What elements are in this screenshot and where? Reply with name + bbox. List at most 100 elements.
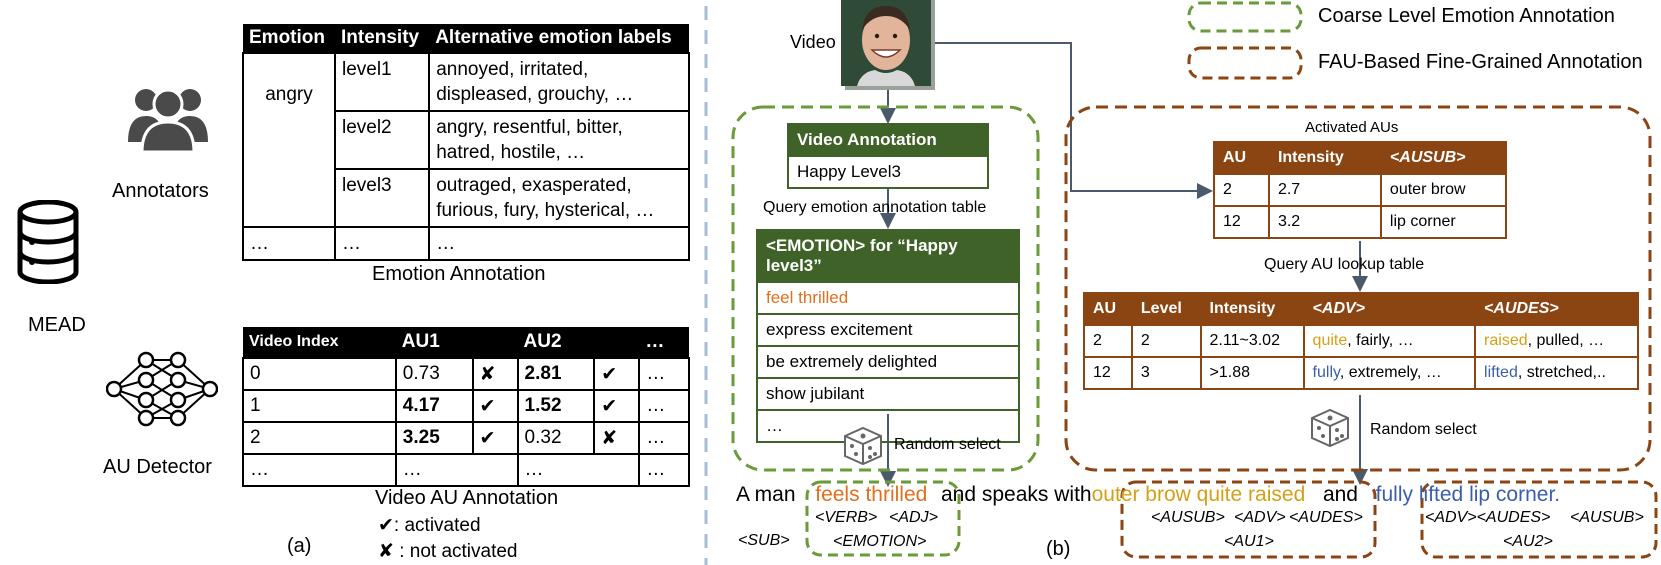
- intensity-cell: 2.7: [1267, 173, 1382, 207]
- intensity-cell: level1: [333, 52, 431, 112]
- au-lookup-table: AU Level Intensity <ADV> <AUDES> 2 2 2.1…: [1083, 292, 1639, 390]
- au-annotation-table: Video Index AU1 AU2 … 0 0.73 ✘ 2.81 ✔ … …: [242, 327, 690, 487]
- ellipsis-cell: …: [638, 453, 690, 487]
- legend-fine: FAU-Based Fine-Grained Annotation: [1318, 51, 1643, 73]
- au-flag-cell: ✘: [471, 357, 519, 391]
- col-video-index: Video Index: [243, 327, 396, 358]
- ellipsis-cell: …: [242, 226, 336, 261]
- col-au: AU: [1213, 141, 1270, 175]
- video-thumbnail: [841, 0, 935, 90]
- au-flag-cell: ✔: [593, 389, 641, 423]
- au-value-cell: 3.25: [394, 421, 474, 455]
- col-ausub: <AUSUB>: [1379, 141, 1508, 175]
- au-cell: 12: [1083, 356, 1133, 390]
- intensity-cell: >1.88: [1199, 356, 1305, 390]
- annotators-label: Annotators: [112, 180, 209, 202]
- au-flag-cell: ✔: [471, 389, 519, 423]
- au-value-cell: 0.73: [394, 357, 474, 391]
- au-table-caption: Video AU Annotation: [375, 487, 559, 509]
- table-row: 2 3.25 ✔ 0.32 ✘ …: [242, 421, 690, 455]
- ellipsis-cell: …: [638, 421, 690, 455]
- level-cell: 2: [1130, 324, 1202, 358]
- word-lifted: lifted: [1418, 483, 1464, 506]
- tag-au2: <AU2>: [1503, 533, 1553, 550]
- ellipsis-cell: …: [428, 226, 690, 261]
- word-a-man: A man: [736, 483, 796, 506]
- tag-adv-audes: <ADV><AUDES>: [1425, 509, 1551, 526]
- word-lip-corner: lip corner.: [1469, 483, 1561, 506]
- table-row: 12 3.2 lip corner: [1213, 205, 1508, 239]
- index-cell: 0: [242, 357, 397, 391]
- list-item: express excitement: [756, 315, 1020, 347]
- emotion-box-title: <EMOTION> for “Happy level3”: [756, 229, 1020, 283]
- col-level: Level: [1130, 292, 1202, 326]
- col-more: …: [639, 327, 689, 358]
- au-value-cell: 4.17: [394, 389, 474, 423]
- table-row: … … … …: [242, 453, 690, 487]
- word-feels: feels: [815, 483, 860, 506]
- activated-aus-title: Activated AUs: [1305, 119, 1399, 136]
- list-item: feel thrilled: [756, 283, 1020, 315]
- word-raised: raised: [1248, 483, 1306, 506]
- activated-aus-table: AU Intensity <AUSUB> 2 2.7 outer brow 12…: [1213, 141, 1508, 239]
- level-cell: 3: [1130, 356, 1202, 390]
- list-item: …: [756, 411, 1020, 443]
- panel-label-a: (a): [287, 535, 312, 557]
- legend-activated: ✔: activated: [378, 515, 481, 536]
- index-cell: 2: [242, 421, 397, 455]
- tag-ausub: <AUSUB>: [1151, 509, 1225, 526]
- table-row: level2 angry, resentful, bitter,hatred, …: [243, 110, 690, 170]
- audes-cell: lifted, stretched,..: [1474, 356, 1639, 390]
- generated-sentence: A man feels thrilled and speaks withoute…: [736, 483, 1560, 507]
- video-annotation-title: Video Annotation: [787, 123, 989, 157]
- dice-icon: [844, 426, 882, 466]
- col-au2: AU2: [517, 327, 640, 358]
- word-thrilled: thrilled: [865, 483, 928, 506]
- adv-cell: quite, fairly, …: [1302, 324, 1477, 358]
- video-annotation-value: Happy Level3: [787, 157, 989, 189]
- col-intensity: Intensity: [1267, 141, 1382, 175]
- table-row: level3 outraged, exasperated,furious, fu…: [243, 168, 690, 228]
- au-flag-cell: ✔: [593, 357, 641, 391]
- list-item: show jubilant: [756, 379, 1020, 411]
- table-row: 1 4.17 ✔ 1.52 ✔ …: [242, 389, 690, 423]
- word-quite: quite: [1196, 483, 1243, 506]
- emotion-list-box: <EMOTION> for “Happy level3” feel thrill…: [756, 229, 1020, 443]
- panel-label-b: (b): [1046, 538, 1071, 560]
- tag-adj: <ADJ>: [889, 509, 938, 526]
- emotion-cell: angry: [242, 52, 336, 228]
- tag-sub: <SUB>: [738, 532, 790, 549]
- tag-audes: <AUDES>: [1289, 509, 1363, 526]
- database-icon: [17, 200, 79, 284]
- query-au-label: Query AU lookup table: [1264, 256, 1425, 273]
- intensity-cell: 2.11~3.02: [1199, 324, 1305, 358]
- users-icon: [128, 88, 208, 152]
- table-row: 2 2 2.11~3.02 quite, fairly, … raised, p…: [1083, 324, 1639, 358]
- col-emotion: Emotion: [243, 24, 335, 53]
- au-cell: 2: [1083, 324, 1133, 358]
- random-select-label: Random select: [1370, 421, 1477, 438]
- au-value-cell: 2.81: [516, 357, 596, 391]
- legend-coarse: Coarse Level Emotion Annotation: [1318, 5, 1615, 27]
- col-audes: <AUDES>: [1474, 292, 1639, 326]
- ausub-cell: lip corner: [1379, 205, 1508, 239]
- au-detector-label: AU Detector: [103, 456, 212, 478]
- video-annotation-box: Video Annotation Happy Level3: [787, 123, 989, 189]
- word-and-speaks-with: and speaks with: [941, 483, 1092, 506]
- tag-ausub-2: <AUSUB>: [1570, 509, 1644, 526]
- word-and: and: [1322, 483, 1358, 506]
- col-au1: AU1: [395, 327, 518, 358]
- ellipsis-cell: …: [638, 357, 690, 391]
- table-row: 12 3 >1.88 fully, extremely, … lifted, s…: [1083, 356, 1639, 390]
- legend-not-activated: ✘ : not activated: [378, 541, 518, 562]
- labels-cell: outraged, exasperated,furious, fury, hys…: [428, 168, 690, 228]
- labels-cell: angry, resentful, bitter,hatred, hostile…: [428, 110, 690, 170]
- emotion-table-caption: Emotion Annotation: [372, 263, 546, 285]
- mead-label: MEAD: [28, 314, 86, 336]
- intensity-cell: level3: [333, 168, 431, 228]
- index-cell: 1: [242, 389, 397, 423]
- ellipsis-cell: …: [333, 226, 431, 261]
- intensity-cell: 3.2: [1267, 205, 1382, 239]
- divider: [704, 6, 708, 565]
